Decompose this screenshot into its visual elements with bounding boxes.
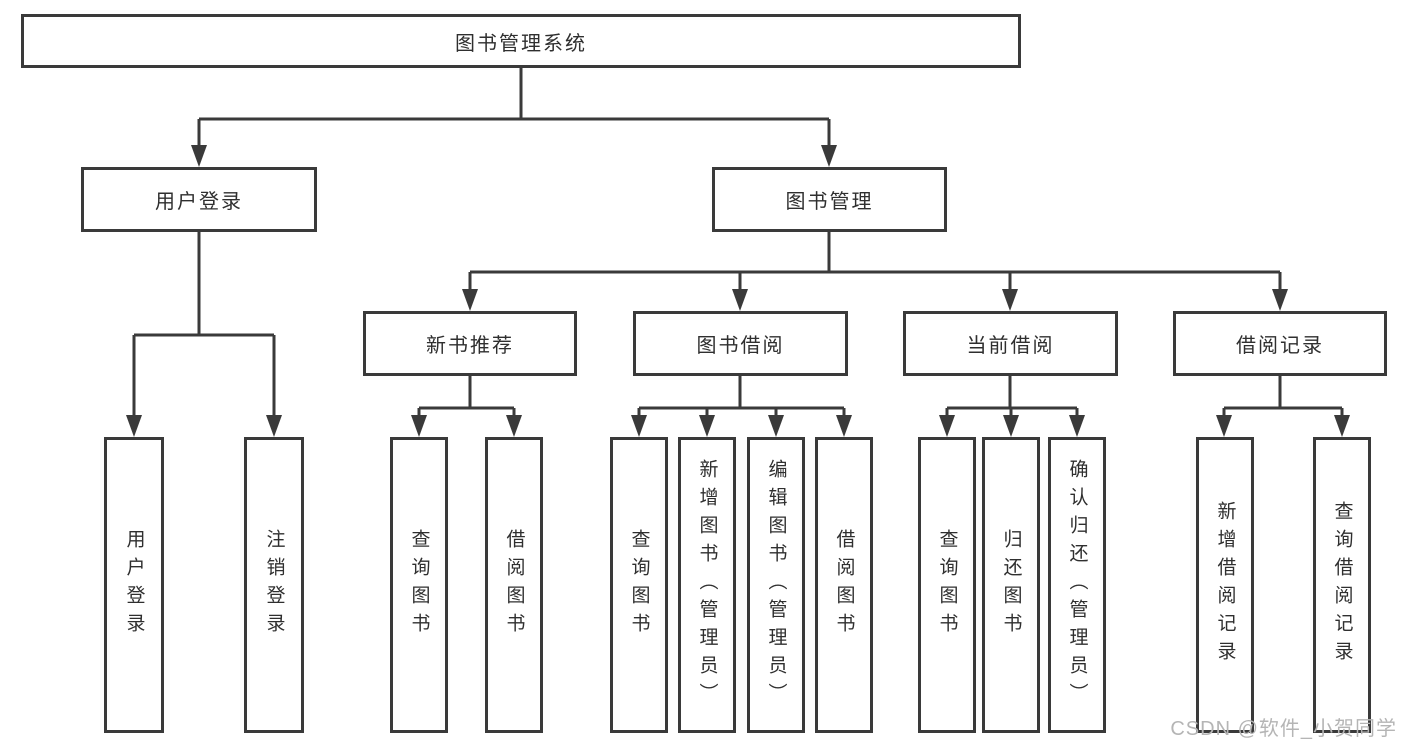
arrowhead-icon: [506, 415, 522, 437]
leaf-logout: 注销登录: [244, 437, 304, 733]
leaf-edit-books-admin: 编辑图书（管理员）: [747, 437, 805, 733]
leaf-borrow-books-newbook: 借阅图书: [485, 437, 543, 733]
arrowhead-icon: [1003, 415, 1019, 437]
node-label: 用户登录: [123, 529, 145, 641]
leaf-query-borrow-record: 查询借阅记录: [1313, 437, 1371, 733]
connector-record-to-leaves: [1222, 376, 1344, 416]
node-label: 图书管理系统: [455, 32, 587, 55]
node-borrow-records: 借阅记录: [1173, 311, 1387, 376]
arrowhead-icon: [699, 415, 715, 437]
node-label: 注销登录: [263, 529, 285, 641]
node-current-borrow: 当前借阅: [903, 311, 1118, 376]
arrowhead-icon: [1272, 289, 1288, 311]
node-label: 编辑图书（管理员）: [765, 459, 787, 711]
arrowhead-icon: [126, 415, 142, 437]
node-user-login: 用户登录: [81, 167, 317, 232]
node-root-system: 图书管理系统: [21, 14, 1021, 68]
node-book-borrow: 图书借阅: [633, 311, 848, 376]
node-label: 查询借阅记录: [1331, 501, 1353, 669]
arrowhead-icon: [462, 289, 478, 311]
node-label: 新增图书（管理员）: [696, 459, 718, 711]
node-label: 借阅图书: [503, 529, 525, 641]
node-label: 查询图书: [936, 529, 958, 641]
node-label: 查询图书: [408, 529, 430, 641]
node-label: 新书推荐: [426, 335, 514, 357]
node-label: 借阅记录: [1236, 335, 1324, 357]
leaf-query-books-borrow: 查询图书: [610, 437, 668, 733]
leaf-confirm-return-admin: 确认归还（管理员）: [1048, 437, 1106, 733]
node-label: 确认归还（管理员）: [1066, 459, 1088, 711]
arrowhead-icon: [266, 415, 282, 437]
leaf-return-books: 归还图书: [982, 437, 1040, 733]
node-label: 图书借阅: [696, 335, 785, 357]
arrowhead-icon: [836, 415, 852, 437]
node-label: 查询图书: [628, 529, 650, 641]
arrowhead-icon: [1069, 415, 1085, 437]
leaf-add-books-admin: 新增图书（管理员）: [678, 437, 736, 733]
arrowhead-icon: [1002, 289, 1018, 311]
arrowhead-icon: [631, 415, 647, 437]
leaf-user-login: 用户登录: [104, 437, 164, 733]
arrowhead-icon: [1216, 415, 1232, 437]
node-label: 用户登录: [155, 191, 243, 213]
arrowhead-icon: [821, 145, 837, 167]
connector-root-to-level2: [197, 68, 831, 146]
leaf-borrow-books: 借阅图书: [815, 437, 873, 733]
node-label: 借阅图书: [833, 529, 855, 641]
node-label: 图书管理: [785, 191, 874, 213]
connector-strokes: [132, 68, 1344, 416]
arrowhead-icon: [411, 415, 427, 437]
node-label: 当前借阅: [966, 335, 1055, 357]
node-book-management: 图书管理: [712, 167, 947, 232]
node-label: 归还图书: [1000, 529, 1022, 641]
arrowhead-icon: [1334, 415, 1350, 437]
connector-current-to-leaves: [945, 376, 1079, 416]
leaf-query-books-current: 查询图书: [918, 437, 976, 733]
arrowhead-icon: [732, 289, 748, 311]
leaf-query-books-newbook: 查询图书: [390, 437, 448, 733]
arrowheads: [126, 145, 1350, 437]
connector-userlogin-to-leaves: [132, 232, 276, 416]
connector-newbook-to-leaves: [417, 376, 516, 416]
arrowhead-icon: [768, 415, 784, 437]
arrowhead-icon: [191, 145, 207, 167]
connector-bookmgmt-to-level3: [468, 232, 1282, 290]
node-label: 新增借阅记录: [1214, 501, 1236, 669]
arrowhead-icon: [939, 415, 955, 437]
csdn-watermark: CSDN @软件_小贺同学: [1170, 718, 1397, 740]
connector-borrow-to-leaves: [637, 376, 846, 416]
node-new-book-recommend: 新书推荐: [363, 311, 577, 376]
leaf-add-borrow-record: 新增借阅记录: [1196, 437, 1254, 733]
